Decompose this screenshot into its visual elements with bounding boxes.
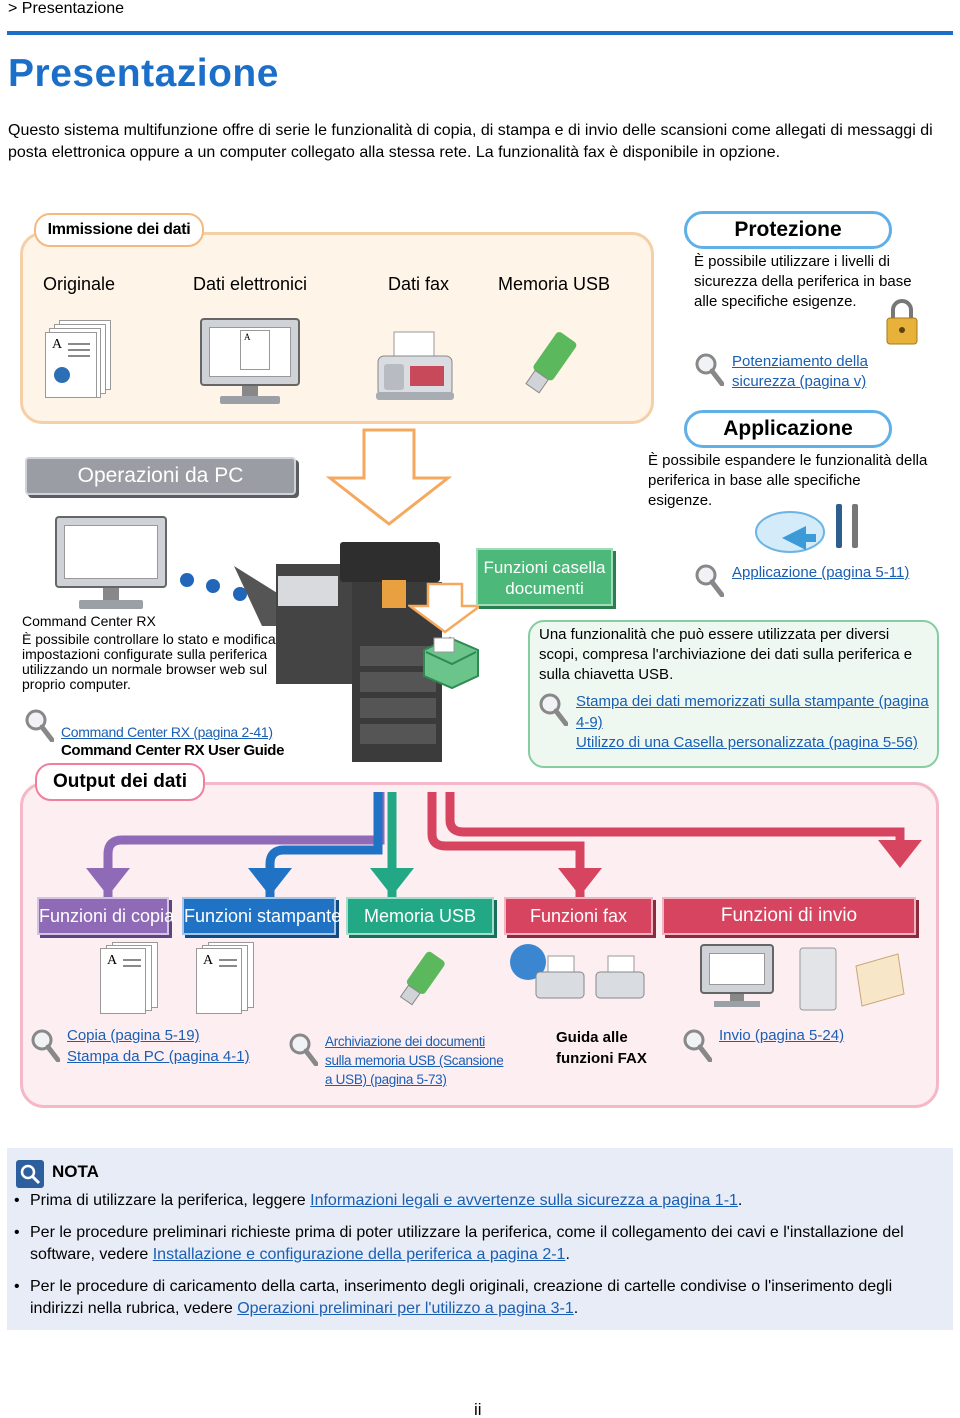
fax-functions-button: Funzioni fax [504,897,653,935]
magnifier-icon [695,564,724,597]
print-documents-icon: A [196,942,256,1014]
security-link[interactable]: Potenziamento della sicurezza (pagina v) [732,353,868,390]
magnifier-icon [539,693,568,726]
breadcrumb: > Presentazione [8,0,125,17]
document-stack-icon: A [45,320,115,398]
file-cabinet-icon [423,636,479,690]
padlock-icon [886,299,918,345]
application-title: Applicazione [684,410,892,448]
input-section [20,232,654,424]
note-text: Per le procedure preliminari richieste p… [30,1224,904,1263]
monitor-icon: A [200,318,300,406]
note-bullet-2: • Per le procedure preliminari richieste… [14,1224,904,1263]
note-text: . [737,1192,743,1209]
input-arrow-icon [326,428,452,526]
setup-link[interactable]: Installazione e configurazione della per… [152,1246,566,1263]
magnifier-icon [683,1029,712,1062]
send-functions-button: Funzioni di invio [662,897,916,935]
send-monitor-icon [700,944,774,1008]
legal-info-link[interactable]: Informazioni legali e avvertenze sulla s… [310,1192,738,1209]
note-text: Per le procedure di caricamento della ca… [30,1278,893,1317]
input-section-title: Immissione dei dati [34,213,204,247]
custom-box-link[interactable]: Utilizzo di una Casella personalizzata (… [576,734,918,751]
magnifier-icon [695,353,724,386]
note-text: . [573,1300,579,1317]
fax-machine-icon [376,331,454,400]
note-title: NOTA [52,1162,99,1181]
print-link[interactable]: Stampa da PC (pagina 4-1) [67,1048,250,1065]
usb-stick-icon [399,951,445,1006]
docbox-arrow-icon [408,582,482,634]
source-electronic-label: Dati elettronici [193,274,308,294]
intro-paragraph: Questo sistema multifunzione offre di se… [8,122,933,161]
document-box-section [528,620,939,768]
protection-text: È possibile utilizzare i livelli di sicu… [694,253,912,310]
command-center-description: Command Center RX È possibile controllar… [22,614,312,692]
cloud-tools-icon [755,504,858,553]
pc-monitor-icon [55,516,167,612]
page-number: ii [474,1400,482,1418]
note-text: . [565,1246,570,1263]
pc-operations-title: Operazioni da PC [25,457,296,495]
copy-functions-button: Funzioni di copia [37,897,174,935]
note-magnifier-icon [16,1160,44,1188]
send-link[interactable]: Invio (pagina 5-24) [719,1027,845,1044]
source-usb-label: Memoria USB [498,274,611,294]
server-mail-icon [799,947,905,1011]
output-section-title: Output dei dati [35,763,205,801]
output-arrows [86,792,922,900]
note-bullet-1: • Prima di utilizzare la periferica, leg… [14,1192,743,1209]
command-center-guide: Command Center RX User Guide [61,742,285,759]
document-box-text: Una funzionalità che può essere utilizza… [539,626,913,683]
magnifier-icon [25,709,54,742]
copy-link[interactable]: Copia (pagina 5-19) [67,1027,200,1044]
note-box [7,1148,953,1330]
preliminary-ops-link[interactable]: Operazioni preliminari per l'utilizzo a … [237,1300,574,1317]
command-center-heading: Command Center RX [22,613,156,629]
usb-stick-icon [525,332,577,394]
connection-dots-icon [180,573,247,601]
usb-memory-button: Memoria USB [346,897,494,935]
magnifier-icon [289,1033,318,1066]
note-bullet-3: • Per le procedure di caricamento della … [14,1278,893,1317]
command-center-link[interactable]: Command Center RX (pagina 2-41) [61,724,273,740]
docbox-print-link[interactable]: Stampa dei dati memorizzati sulla stampa… [576,693,929,731]
fax-output-icon [510,944,645,999]
note-text: Prima di utilizzare la periferica, legge… [30,1192,311,1209]
copy-documents-icon: A [100,942,160,1014]
header-rule [7,31,953,35]
application-link[interactable]: Applicazione (pagina 5-11) [732,564,910,581]
page-title: Presentazione [8,52,279,95]
source-original-label: Originale [43,274,116,294]
protection-title: Protezione [684,211,892,249]
magnifier-icon [31,1029,60,1062]
command-center-text: È possibile controllare lo stato e modif… [22,631,303,692]
printer-functions-button: Funzioni stampante [182,897,341,935]
usb-scan-link[interactable]: Archiviazione dei documenti sulla memori… [325,1034,504,1087]
source-fax-label: Dati fax [388,274,450,294]
fax-guide: Guida alle funzioni FAX [556,1029,647,1067]
document-box-title: Funzioni casella documenti [476,548,613,606]
application-text: È possibile espandere le funzionalità de… [648,452,928,509]
